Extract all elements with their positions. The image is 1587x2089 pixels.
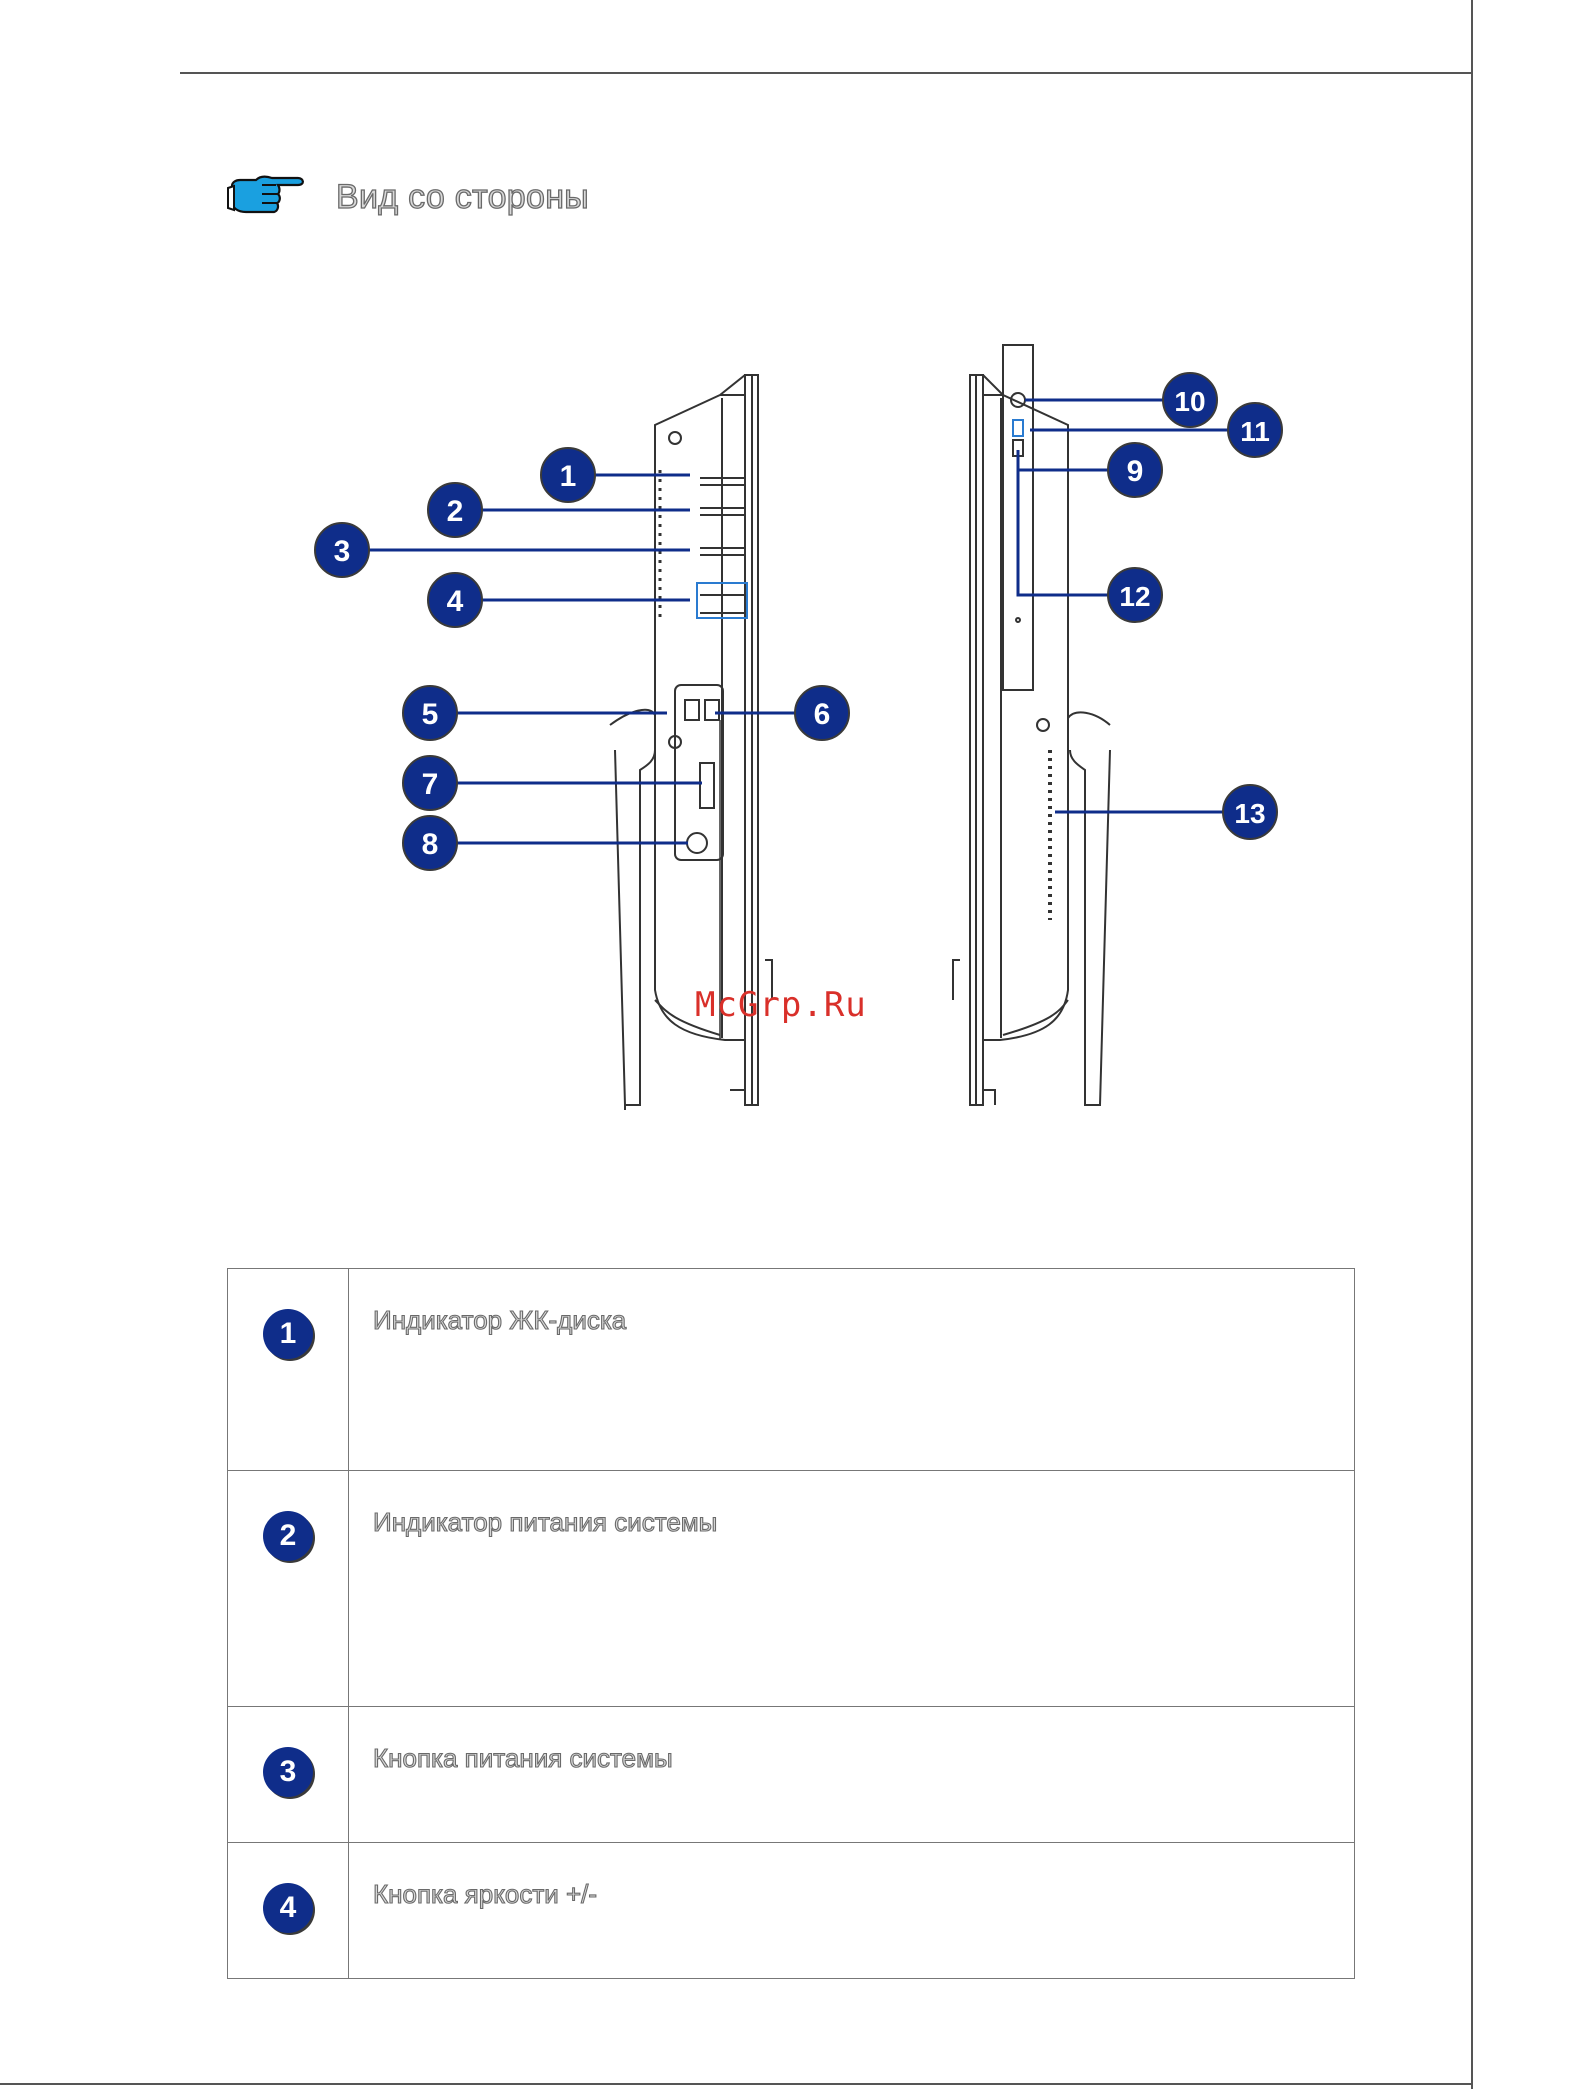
part-number-badge: 3 [263, 1747, 313, 1797]
part-number-badge: 4 [263, 1883, 313, 1933]
svg-text:12: 12 [1119, 581, 1150, 612]
callout-badges: 1 2 3 4 5 6 7 8 [315, 373, 1282, 870]
svg-text:6: 6 [814, 698, 831, 731]
parts-table: 1 Индикатор ЖК-диска 2 Индикатор питания… [227, 1268, 1355, 1979]
table-row: 2 Индикатор питания системы [228, 1471, 1355, 1707]
label-cell: Кнопка яркости +/- [349, 1843, 1355, 1979]
number-cell: 3 [228, 1707, 349, 1843]
svg-text:11: 11 [1240, 416, 1270, 447]
part-label: Кнопка яркости +/- [373, 1879, 1354, 1910]
number-cell: 2 [228, 1471, 349, 1707]
svg-text:5: 5 [422, 698, 439, 731]
callout-10: 10 [1163, 373, 1217, 427]
svg-text:13: 13 [1234, 798, 1265, 829]
number-cell: 4 [228, 1843, 349, 1979]
svg-text:9: 9 [1127, 455, 1144, 488]
side-view-diagram: 1 2 3 4 5 6 7 8 [0, 0, 1587, 1130]
page-border-bottom [0, 2083, 1473, 2085]
watermark: McGrp.Ru [695, 985, 867, 1025]
callout-12: 12 [1108, 568, 1162, 622]
part-number-badge: 2 [263, 1511, 313, 1561]
callout-3: 3 [315, 523, 369, 577]
callout-2: 2 [428, 483, 482, 537]
callout-5: 5 [403, 686, 457, 740]
svg-text:8: 8 [422, 828, 439, 861]
svg-text:10: 10 [1174, 386, 1205, 417]
part-number-badge: 1 [263, 1309, 313, 1359]
svg-text:2: 2 [447, 495, 464, 528]
callout-8: 8 [403, 816, 457, 870]
callout-9: 9 [1108, 443, 1162, 497]
label-cell: Индикатор питания системы [349, 1471, 1355, 1707]
table-row: 3 Кнопка питания системы [228, 1707, 1355, 1843]
callout-4: 4 [428, 573, 482, 627]
part-label: Кнопка питания системы [373, 1743, 1354, 1774]
callout-11: 11 [1228, 403, 1282, 457]
label-cell: Индикатор ЖК-диска [349, 1269, 1355, 1471]
svg-text:1: 1 [560, 460, 577, 493]
label-cell: Кнопка питания системы [349, 1707, 1355, 1843]
callout-1: 1 [541, 448, 595, 502]
table-row: 1 Индикатор ЖК-диска [228, 1269, 1355, 1471]
callout-13: 13 [1223, 785, 1277, 839]
part-label: Индикатор питания системы [373, 1507, 1354, 1538]
right-side-device [953, 345, 1110, 1105]
table-row: 4 Кнопка яркости +/- [228, 1843, 1355, 1979]
callout-7: 7 [403, 756, 457, 810]
svg-text:3: 3 [334, 535, 351, 568]
number-cell: 1 [228, 1269, 349, 1471]
callout-6: 6 [795, 686, 849, 740]
part-label: Индикатор ЖК-диска [373, 1305, 1354, 1336]
svg-text:4: 4 [447, 585, 464, 618]
svg-text:7: 7 [422, 768, 439, 801]
